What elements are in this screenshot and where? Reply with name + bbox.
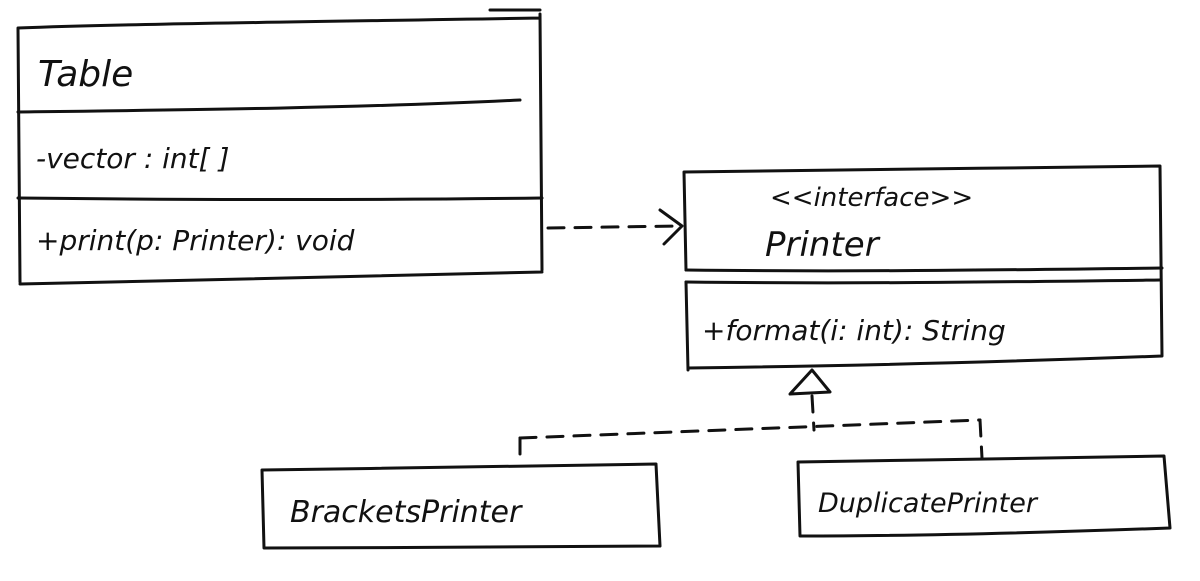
dependency-arrowhead [658, 208, 684, 246]
dependency-arrow [546, 208, 684, 246]
class-table-name: Table [38, 54, 133, 95]
interface-printer[interactable]: <<interface>> Printer +format(i: int): S… [682, 164, 1164, 372]
class-duplicate-printer[interactable]: DuplicatePrinter [796, 454, 1172, 538]
interface-printer-name: Printer [765, 225, 881, 265]
realization-right-drop [978, 418, 984, 460]
class-table-operation: +print(p: Printer): void [36, 224, 355, 257]
class-duplicate-printer-border [796, 454, 1172, 538]
class-brackets-printer-border [260, 462, 662, 550]
interface-printer-stereotype: <<interface>> [770, 183, 973, 213]
class-table-attr-divider [16, 196, 544, 201]
interface-printer-divider [684, 266, 1164, 285]
class-table-attribute: -vector : int[ ] [36, 142, 229, 175]
class-brackets-printer-name: BracketsPrinter [290, 495, 523, 530]
class-brackets-printer[interactable]: BracketsPrinter [260, 462, 662, 550]
class-table[interactable]: Table -vector : int[ ] +print(p: Printer… [16, 8, 544, 286]
realization-triangle-icon [788, 368, 832, 396]
interface-printer-operation: +format(i: int): String [702, 314, 1006, 347]
interface-printer-border [682, 164, 1164, 372]
class-table-name-divider [16, 98, 522, 114]
class-table-border [16, 8, 544, 286]
realization-branch-line [518, 418, 982, 440]
dependency-line [546, 224, 680, 230]
realization-arrows [518, 368, 984, 464]
class-duplicate-printer-name: DuplicatePrinter [818, 488, 1039, 519]
realization-stem [810, 394, 816, 432]
